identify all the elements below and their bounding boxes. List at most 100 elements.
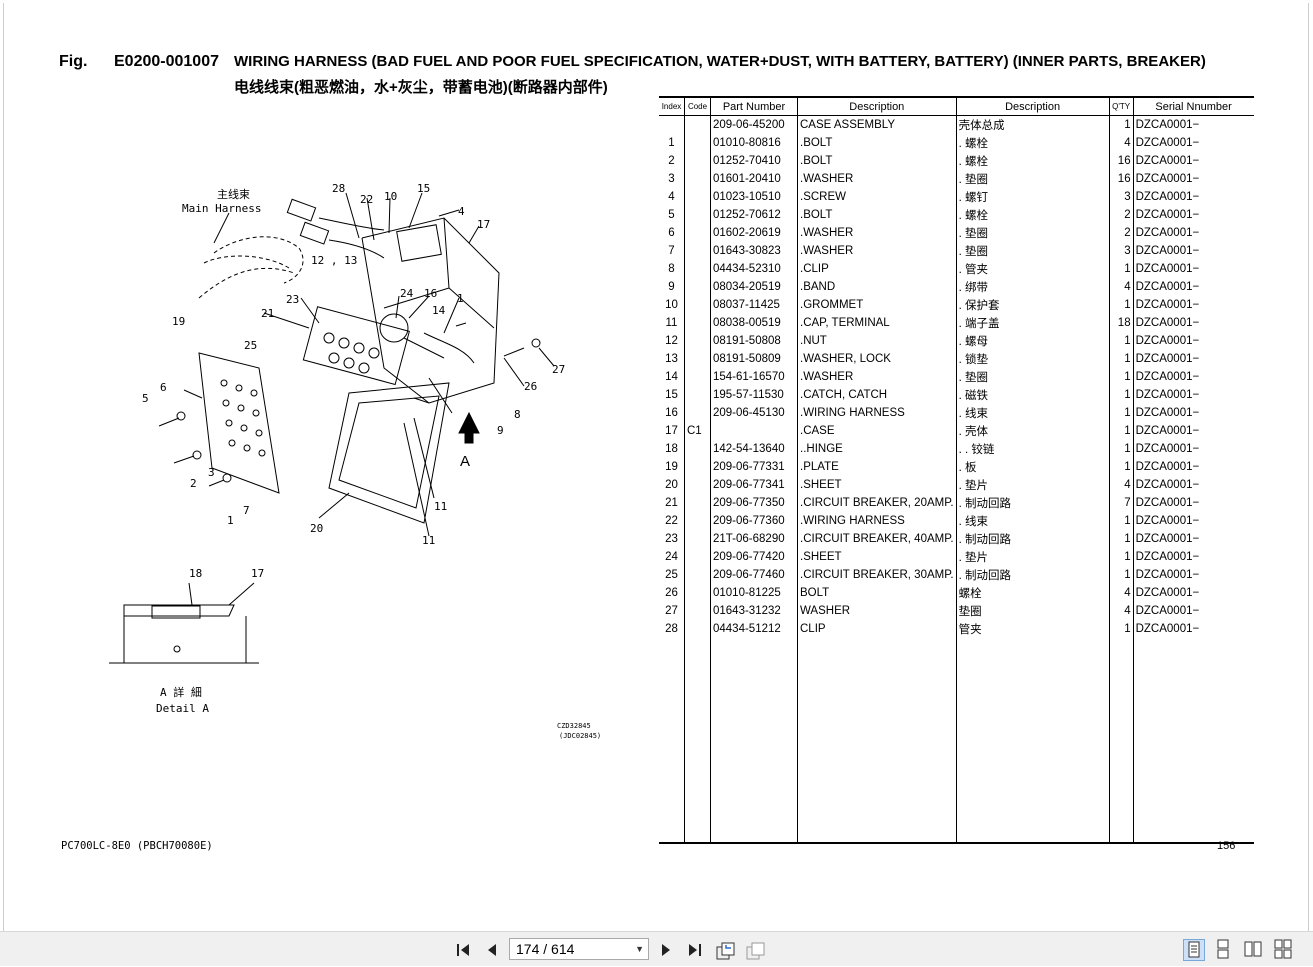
cell-description-en: .CASE (797, 422, 957, 440)
first-page-button[interactable] (454, 940, 474, 960)
cell-description-cn: . 垫圈 (955, 224, 1110, 242)
page-number-select[interactable]: 174 / 614 ▼ (509, 938, 649, 960)
cell-serial-number: DZCA0001− (1132, 350, 1254, 368)
callout-label: 23 (286, 293, 299, 306)
cell-index: 2 (668, 155, 675, 167)
callout-label: 20 (310, 522, 323, 535)
cell-part-number: 01252-70410 (710, 152, 798, 170)
cell-serial-number: DZCA0001− (1132, 368, 1254, 386)
single-page-view-icon (1188, 941, 1200, 958)
next-page-button[interactable] (656, 940, 676, 960)
cell-serial-number: DZCA0001− (1132, 476, 1254, 494)
callout-label: 21 (261, 307, 274, 320)
cell-part-number: 01643-30823 (710, 242, 798, 260)
cell-qty: 3 (1108, 242, 1134, 260)
cell-part-number: 209-06-77420 (710, 548, 798, 566)
go-back-button[interactable] (714, 940, 735, 960)
go-back-icon (716, 942, 735, 960)
cell-part-number (710, 422, 798, 440)
cell-part-number: 142-54-13640 (710, 440, 798, 458)
cell-code (684, 152, 711, 170)
cell-qty: 18 (1108, 314, 1134, 332)
page-indicator: 174 / 614 (516, 941, 575, 957)
callout-label: 3 (208, 466, 215, 479)
cell-qty: 1 (1108, 368, 1134, 386)
main-harness-en-label: Main Harness (182, 202, 261, 215)
cell-description-cn: . 端子盖 (955, 314, 1110, 332)
parts-diagram: 主线束 Main Harness 28 22 10 15 4 17 12 , 1… (109, 182, 601, 740)
callout-label: 12 , 13 (311, 254, 357, 267)
table-header-row: Index Code Part Number Description Descr… (659, 96, 1254, 116)
cell-code (684, 242, 711, 260)
go-forward-button[interactable] (744, 940, 765, 960)
cell-description-en: .WASHER (797, 368, 957, 386)
cell-description-en: .CIRCUIT BREAKER, 40AMP. (797, 530, 957, 548)
cell-index: 4 (668, 191, 675, 203)
cell-description-en: .SHEET (797, 476, 957, 494)
cell-code (684, 134, 711, 152)
parts-table: Index Code Part Number Description Descr… (659, 96, 1254, 844)
cell-description-en: .WASHER (797, 242, 957, 260)
cell-code (684, 440, 711, 458)
cell-index: 7 (668, 245, 675, 257)
cell-index: 9 (668, 281, 675, 293)
cell-code (684, 278, 711, 296)
cell-qty: 2 (1108, 224, 1134, 242)
cell-description-cn: . 线束 (955, 404, 1110, 422)
cell-index: 8 (668, 263, 675, 275)
single-page-view-button[interactable] (1183, 939, 1205, 961)
cell-index: 26 (665, 587, 678, 599)
cell-qty: 1 (1108, 566, 1134, 584)
page-number: 156 (1217, 840, 1236, 852)
cell-index (659, 116, 685, 135)
cell-description-cn: . 垫片 (955, 476, 1110, 494)
cell-description-cn: . 线束 (955, 512, 1110, 530)
cell-qty: 4 (1108, 602, 1134, 620)
cell-code (684, 530, 711, 548)
cell-part-number: 21T-06-68290 (710, 530, 798, 548)
cell-description-en: .GROMMET (797, 296, 957, 314)
continuous-facing-view-button[interactable] (1273, 939, 1295, 961)
col-serial-number: Serial Nnumber (1132, 96, 1254, 116)
cell-qty: 1 (1108, 386, 1134, 404)
continuous-view-button[interactable] (1213, 939, 1235, 961)
empty-cell (684, 638, 711, 844)
callout-label: 4 (458, 205, 465, 218)
cell-description-cn: . 制动回路 (955, 530, 1110, 548)
cell-description-en: .WASHER (797, 170, 957, 188)
cell-serial-number: DZCA0001− (1132, 566, 1254, 584)
table-filler-row (659, 638, 1254, 844)
cell-description-en: .PLATE (797, 458, 957, 476)
cell-description-en: .BAND (797, 278, 957, 296)
callout-label: 27 (552, 363, 565, 376)
cell-part-number: 01010-80816 (710, 134, 798, 152)
cell-code (684, 368, 711, 386)
cell-index: 19 (665, 461, 678, 473)
cell-code (684, 602, 711, 620)
cell-code (684, 584, 711, 602)
cell-description-en: BOLT (797, 584, 957, 602)
cell-description-en: .BOLT (797, 134, 957, 152)
empty-cell (955, 638, 1110, 844)
last-page-icon (689, 944, 701, 956)
cell-description-cn: . 制动回路 (955, 566, 1110, 584)
last-page-button[interactable] (684, 940, 704, 960)
cell-serial-number: DZCA0001− (1132, 386, 1254, 404)
facing-view-button[interactable] (1243, 939, 1265, 961)
prev-page-button[interactable] (482, 940, 502, 960)
cell-description-cn: . 磁铁 (955, 386, 1110, 404)
cell-qty: 1 (1108, 115, 1134, 134)
empty-cell (710, 638, 798, 844)
cell-description-cn: . . 铰链 (955, 440, 1110, 458)
cell-qty: 16 (1108, 170, 1134, 188)
cell-description-cn: . 螺栓 (955, 206, 1110, 224)
cell-description-en: .SCREW (797, 188, 957, 206)
